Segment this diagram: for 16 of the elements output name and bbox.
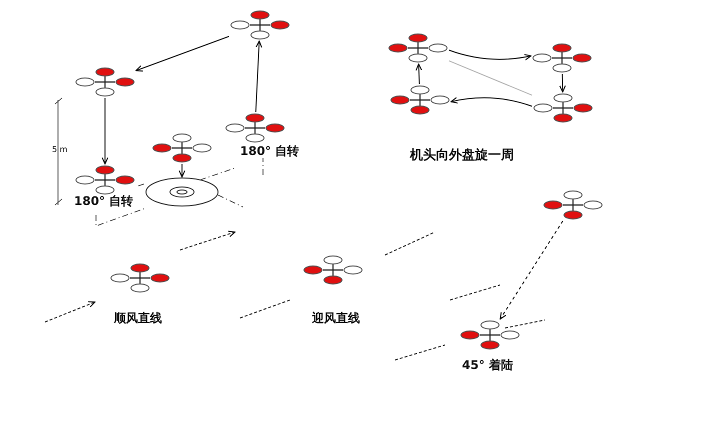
maneuver-label: 顺风直线 [114, 311, 162, 326]
arrow [255, 40, 262, 112]
maneuver-label: 180° 自转 [240, 144, 300, 158]
maneuver-label: 机头向外盘旋一周 [410, 148, 514, 164]
arrow [450, 97, 532, 107]
arrow [448, 50, 532, 60]
maneuver-label: 180° 自转 [74, 194, 134, 208]
arrow [416, 63, 422, 84]
arrow [500, 220, 564, 320]
arrow [559, 74, 566, 93]
maneuver-label: 45° 着陆 [462, 358, 513, 372]
arrow [135, 36, 230, 72]
arrow [102, 98, 108, 165]
maneuver-label: 迎风直线 [312, 311, 360, 326]
arrow [178, 164, 186, 178]
dimension-label: 5 m [52, 145, 68, 155]
